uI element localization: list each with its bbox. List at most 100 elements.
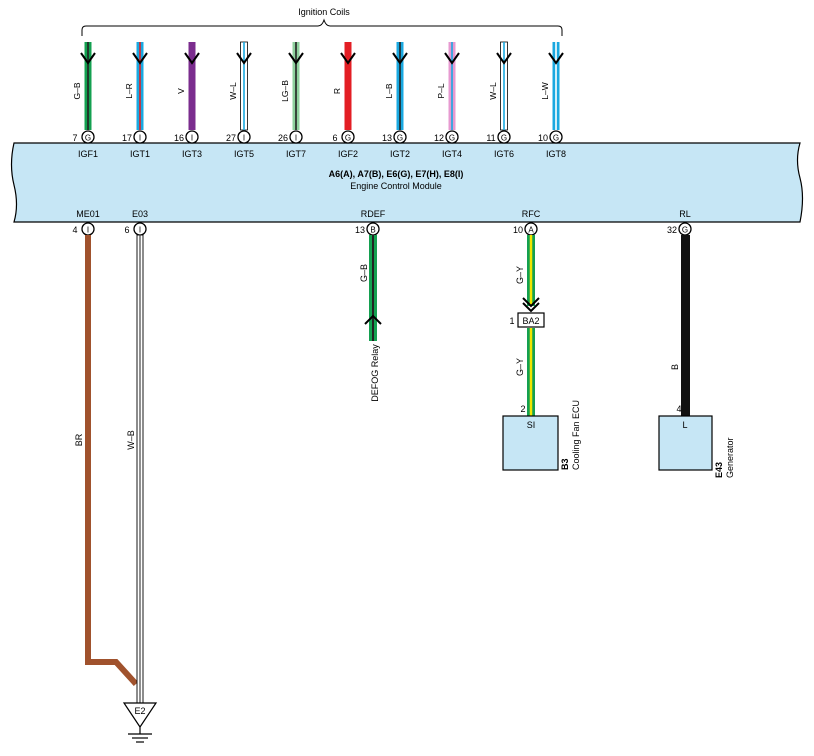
pin-number: 6	[332, 133, 337, 143]
pin-conn-letter: B	[370, 226, 375, 235]
pin-number: 13	[382, 133, 392, 143]
pin-conn-letter: I	[87, 226, 89, 235]
top-wire-label-1: L–R	[124, 83, 134, 99]
top-wire-igt8	[548, 42, 564, 130]
pin-connector-rl: G	[678, 222, 692, 236]
ba2-label: BA2	[522, 316, 539, 326]
wire-label-me01: BR	[74, 433, 84, 446]
pin-number: 27	[226, 133, 236, 143]
top-wire-label-5: R	[332, 88, 342, 94]
wire-rdef	[364, 235, 382, 341]
top-wire-igt4	[444, 42, 460, 130]
pin-number: 26	[278, 133, 288, 143]
generator-terminal: L	[682, 420, 687, 430]
wire-rfc-lower	[527, 328, 535, 416]
pin-conn-letter: I	[139, 134, 141, 143]
top-wire-label-4: LG–B	[280, 80, 290, 102]
pin-connector-igt6: G	[497, 130, 511, 144]
ignition-coils-label: Ignition Coils	[298, 7, 350, 17]
top-pins: G–BG7IGF1L–RI17IGT1VI16IGT3W–LI27IGT5LG–…	[72, 80, 566, 159]
top-wire-igt3	[184, 42, 200, 130]
pin-connector-igf1: G	[81, 130, 95, 144]
ecm-subtitle: Engine Control Module	[350, 181, 442, 191]
cooling-fan-ecu-name: Cooling Fan ECU	[571, 400, 581, 470]
wire-label-rl: B	[670, 364, 680, 370]
pin-conn-letter: G	[449, 134, 455, 143]
ground-symbol-e2	[122, 702, 158, 743]
top-wire-label-7: P–L	[436, 83, 446, 98]
pin-name: IGF1	[78, 149, 98, 159]
wire-label-e03: W–B	[126, 430, 136, 450]
pin-conn-letter: I	[191, 134, 193, 143]
pin-conn-letter: I	[243, 134, 245, 143]
pin-connector-igf2: G	[341, 130, 355, 144]
pin-number: 7	[72, 133, 77, 143]
defog-relay-label: DEFOG Relay	[370, 344, 380, 402]
pin-connector-rfc: A	[524, 222, 538, 236]
pin-connector-igt8: G	[549, 130, 563, 144]
ecm-title: A6(A), A7(B), E6(G), E7(H), E8(I)	[329, 169, 464, 179]
cooling-fan-ecu-code: B3	[560, 458, 570, 470]
wire-me01	[85, 235, 139, 687]
top-wire-label-9: L–W	[540, 82, 550, 99]
pin-conn-letter: G	[397, 134, 403, 143]
pin-number: 10	[538, 133, 548, 143]
pin-name: IGT6	[494, 149, 514, 159]
wire-label-rfc-lower: G–Y	[515, 358, 525, 376]
ba2-pin: 1	[509, 316, 514, 326]
wire-label-rdef: G–B	[359, 264, 369, 282]
pin-number: 6	[124, 225, 129, 235]
pin-number: 11	[486, 133, 495, 143]
pin-connector-igt7: I	[289, 130, 303, 144]
pin-name: IGT7	[286, 149, 306, 159]
pin-number: 10	[513, 225, 523, 235]
wire-rl	[681, 235, 690, 416]
pin-name: IGT2	[390, 149, 410, 159]
pin-conn-letter: I	[295, 134, 297, 143]
pin-number: 13	[355, 225, 365, 235]
pin-name: RFC	[522, 209, 541, 219]
pin-connector-e03: I	[133, 222, 147, 236]
top-wire-igt1	[132, 42, 148, 130]
pin-connector-igt1: I	[133, 130, 147, 144]
top-wire-igt2	[392, 42, 408, 130]
top-wire-label-2: V	[176, 88, 186, 94]
pin-conn-letter: G	[553, 134, 559, 143]
pin-conn-letter: G	[501, 134, 507, 143]
pin-name: IGT8	[546, 149, 566, 159]
wire-label-rfc: G–Y	[515, 266, 525, 284]
top-wires	[80, 41, 564, 131]
pin-name: IGF2	[338, 149, 358, 159]
ba2-connector	[517, 312, 545, 328]
pin-connector-rdef: B	[366, 222, 380, 236]
cooling-fan-ecu-terminal: SI	[527, 420, 536, 430]
top-wire-igt5	[236, 41, 252, 131]
pin-conn-letter: G	[682, 226, 688, 235]
pin-name: IGT5	[234, 149, 254, 159]
pin-connector-igt3: I	[185, 130, 199, 144]
top-wire-label-0: G–B	[72, 82, 82, 99]
pin-conn-letter: A	[528, 226, 534, 235]
pin-name: IGT3	[182, 149, 202, 159]
pin-conn-letter: I	[139, 226, 141, 235]
pin-connector-igt4: G	[445, 130, 459, 144]
pin-name: ME01	[76, 209, 100, 219]
pin-number: 4	[72, 225, 77, 235]
ground-label: E2	[134, 706, 145, 716]
pin-name: IGT1	[130, 149, 150, 159]
pin-name: RL	[679, 209, 691, 219]
pin-connector-igt2: G	[393, 130, 407, 144]
pin-name: E03	[132, 209, 148, 219]
top-wire-igt7	[288, 42, 304, 130]
generator-code: E43	[714, 462, 724, 478]
pin-conn-letter: G	[85, 134, 91, 143]
top-wire-label-8: W–L	[488, 82, 498, 100]
top-wire-igt6	[496, 41, 512, 131]
ecm-body	[10, 142, 804, 223]
top-wire-label-6: L–B	[384, 83, 394, 98]
wire-rfc-upper	[522, 235, 540, 313]
generator-box	[658, 415, 713, 471]
pin-number: 16	[174, 133, 184, 143]
